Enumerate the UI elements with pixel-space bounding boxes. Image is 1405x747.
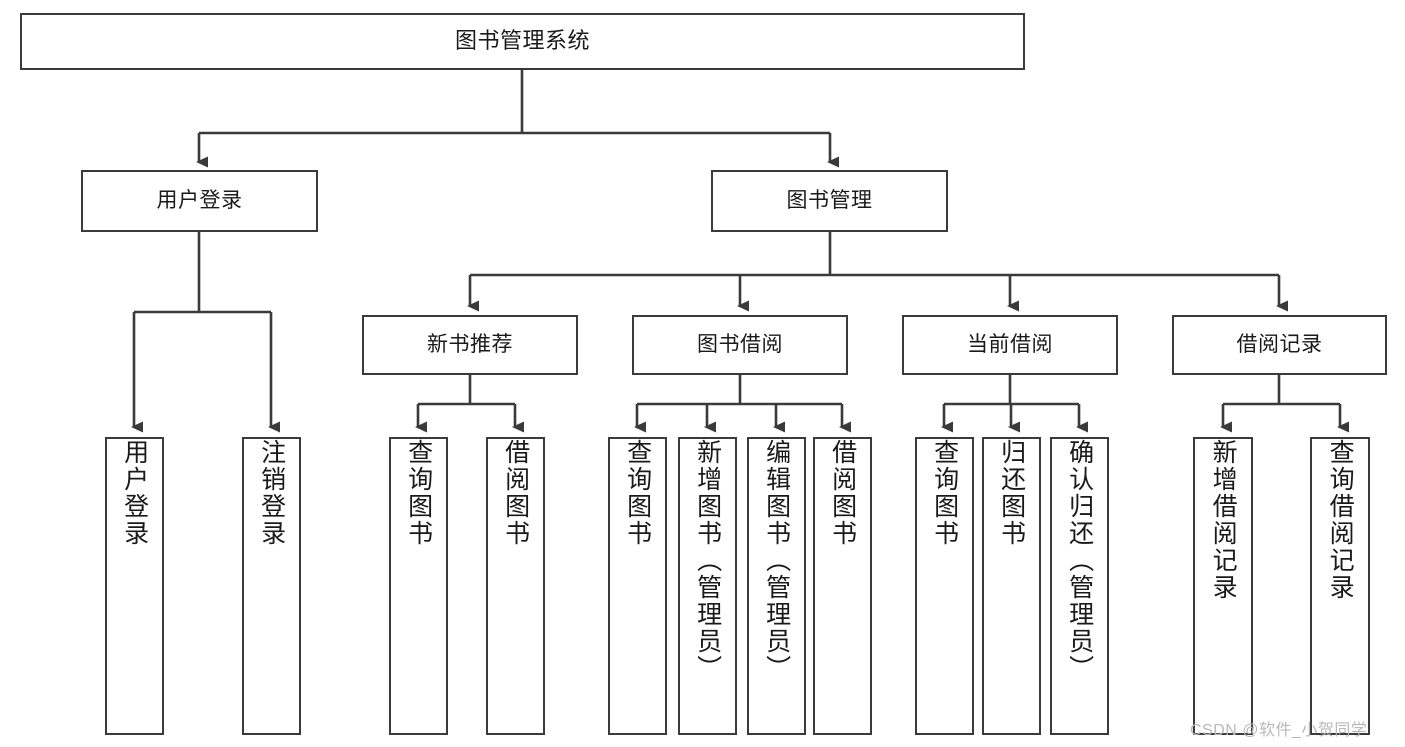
node-leaf-logout-login[interactable]: 注销登录 — [242, 437, 301, 735]
csdn-watermark: CSDN @软件_小贺同学 — [1190, 722, 1368, 739]
node-root-label: 图书管理系统 — [454, 28, 590, 54]
node-leaf-borrow-book-1[interactable]: 借阅图书 — [486, 437, 545, 735]
node-leaf-query-book-2[interactable]: 查询图书 — [608, 437, 667, 735]
node-new-book-recommend[interactable]: 新书推荐 — [362, 315, 578, 375]
node-leaf-borrow-book-2-label: 借阅图书 — [828, 439, 857, 547]
node-leaf-confirm-return[interactable]: 确认归还（管理员） — [1050, 437, 1109, 735]
node-leaf-query-book-3[interactable]: 查询图书 — [915, 437, 974, 735]
node-leaf-return-book[interactable]: 归还图书 — [982, 437, 1041, 735]
node-user-login-label: 用户登录 — [156, 189, 243, 213]
node-leaf-borrow-book-2[interactable]: 借阅图书 — [813, 437, 872, 735]
node-borrow-record-label: 借阅记录 — [1236, 333, 1323, 357]
node-leaf-borrow-book-1-label: 借阅图书 — [501, 439, 530, 547]
node-leaf-user-login-label: 用户登录 — [120, 439, 149, 547]
node-book-borrow[interactable]: 图书借阅 — [632, 315, 848, 375]
node-leaf-user-login[interactable]: 用户登录 — [105, 437, 164, 735]
node-user-login[interactable]: 用户登录 — [81, 170, 318, 232]
node-borrow-record[interactable]: 借阅记录 — [1172, 315, 1387, 375]
node-leaf-return-book-label: 归还图书 — [997, 439, 1026, 547]
node-leaf-query-record-label: 查询借阅记录 — [1326, 439, 1355, 601]
node-book-manage-label: 图书管理 — [786, 189, 873, 213]
node-leaf-query-book-2-label: 查询图书 — [623, 439, 652, 547]
node-leaf-add-book-label: 新增图书（管理员） — [693, 439, 722, 682]
node-leaf-logout-login-label: 注销登录 — [257, 439, 286, 547]
node-leaf-confirm-return-label: 确认归还（管理员） — [1065, 439, 1094, 682]
node-leaf-add-record-label: 新增借阅记录 — [1209, 439, 1238, 601]
node-current-borrow-label: 当前借阅 — [967, 333, 1053, 357]
node-leaf-query-book-1[interactable]: 查询图书 — [389, 437, 448, 735]
node-leaf-add-record[interactable]: 新增借阅记录 — [1193, 437, 1253, 735]
node-book-borrow-label: 图书借阅 — [697, 333, 783, 357]
node-leaf-edit-book[interactable]: 编辑图书（管理员） — [747, 437, 806, 735]
node-current-borrow[interactable]: 当前借阅 — [902, 315, 1118, 375]
node-root[interactable]: 图书管理系统 — [20, 13, 1025, 70]
node-new-book-recommend-label: 新书推荐 — [427, 333, 513, 357]
node-book-manage[interactable]: 图书管理 — [711, 170, 948, 232]
node-leaf-add-book[interactable]: 新增图书（管理员） — [678, 437, 737, 735]
node-leaf-query-record[interactable]: 查询借阅记录 — [1310, 437, 1370, 735]
node-leaf-edit-book-label: 编辑图书（管理员） — [762, 439, 791, 682]
node-leaf-query-book-1-label: 查询图书 — [404, 439, 433, 547]
node-leaf-query-book-3-label: 查询图书 — [930, 439, 959, 547]
